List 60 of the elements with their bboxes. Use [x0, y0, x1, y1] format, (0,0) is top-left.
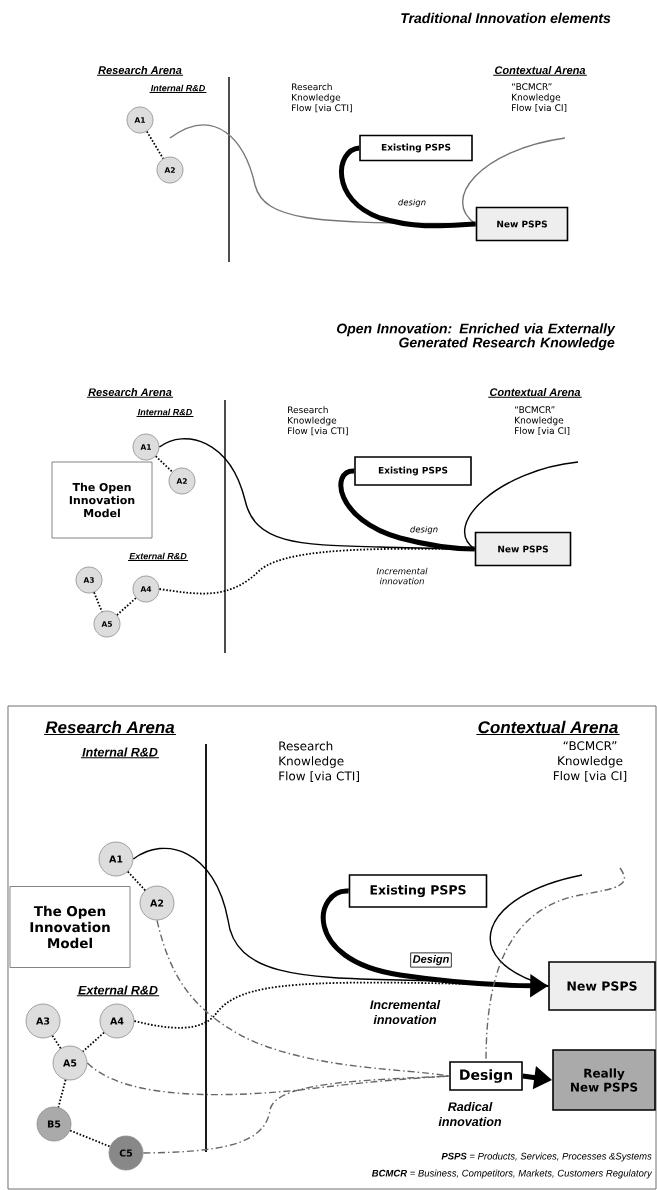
process-box: New PSPS: [474, 531, 572, 567]
connector-line: [86, 1062, 450, 1096]
footnote: PSPS = Products, Services, Processes &Systems: [441, 1152, 652, 1162]
circle-node: A4: [99, 1003, 135, 1039]
connector-line: [69, 1129, 111, 1148]
arena-heading: Research Arena: [43, 720, 177, 735]
connector-line: [338, 468, 475, 552]
connector-line: [158, 547, 476, 595]
model-box: The Open Innovation Model: [51, 461, 153, 539]
label-text: “BCMCR” Knowledge Flow [via CI]: [553, 741, 627, 782]
panel-title: Traditional Innovation elements: [401, 12, 611, 24]
connector-line: [57, 1078, 67, 1109]
label-text: “BCMCR” Knowledge Flow [via CI]: [514, 406, 570, 436]
label-text: Incremental innovation: [376, 567, 428, 585]
process-box: Design: [449, 1061, 523, 1091]
connector-line: [154, 455, 174, 473]
arena-heading: Internal R&D: [80, 747, 160, 759]
label-text: Incremental innovation: [370, 999, 441, 1025]
label-text: Radical innovation: [438, 1101, 502, 1127]
circle-node: B5: [36, 1106, 72, 1142]
process-box: New PSPS: [548, 961, 656, 1011]
edge-label: Design: [410, 952, 452, 968]
circle-node: A3: [25, 1003, 61, 1039]
arena-heading: External R&D: [127, 552, 189, 562]
panel-title: Open Innovation: Enriched via Externally Generated Research Knowledge: [337, 323, 616, 351]
connector-line: [93, 591, 103, 613]
footnote: BCMCR = Business, Competitors, Markets, Customers Regulatory: [371, 1169, 653, 1179]
process-box: Existing PSPS: [354, 456, 472, 486]
arena-heading: Contextual Arena: [475, 720, 621, 735]
connector-line: [485, 867, 626, 1062]
connector-line: [82, 1031, 105, 1053]
arena-heading: Internal R&D: [149, 84, 207, 94]
model-box: The Open Innovation Model: [9, 886, 131, 968]
process-box: New PSPS: [475, 206, 569, 242]
connector-line: [51, 1034, 62, 1050]
process-box: Existing PSPS: [348, 874, 488, 908]
connector-line: [142, 1075, 450, 1154]
connector-line: [461, 137, 566, 225]
process-box: Existing PSPS: [359, 134, 473, 162]
label-text: Research Knowledge Flow [via CTI]: [292, 83, 352, 113]
arena-heading: Contextual Arena: [492, 65, 588, 76]
connector-line: [116, 597, 137, 616]
edge-label: design: [396, 197, 428, 209]
connector-line: [126, 870, 147, 892]
label-text: “BCMCR” Knowledge Flow [via CI]: [511, 83, 567, 113]
edge-label: design: [408, 524, 440, 536]
arena-heading: Research Arena: [96, 65, 184, 76]
process-box: Really New PSPS: [552, 1049, 656, 1111]
circle-node: A2: [139, 885, 175, 921]
arena-heading: Research Arena: [86, 387, 174, 398]
label-text: Research Knowledge Flow [via CTI]: [288, 406, 348, 436]
circle-node: A5: [52, 1045, 88, 1081]
label-text: Research Knowledge Flow [via CTI]: [279, 741, 359, 782]
arena-heading: Contextual Arena: [487, 387, 583, 398]
connector-line: [146, 130, 164, 160]
circle-node: A1: [98, 841, 134, 877]
circle-node: C5: [108, 1135, 144, 1171]
connector-line: [133, 981, 550, 1029]
arena-heading: External R&D: [76, 985, 160, 997]
arena-heading: Internal R&D: [136, 408, 194, 418]
